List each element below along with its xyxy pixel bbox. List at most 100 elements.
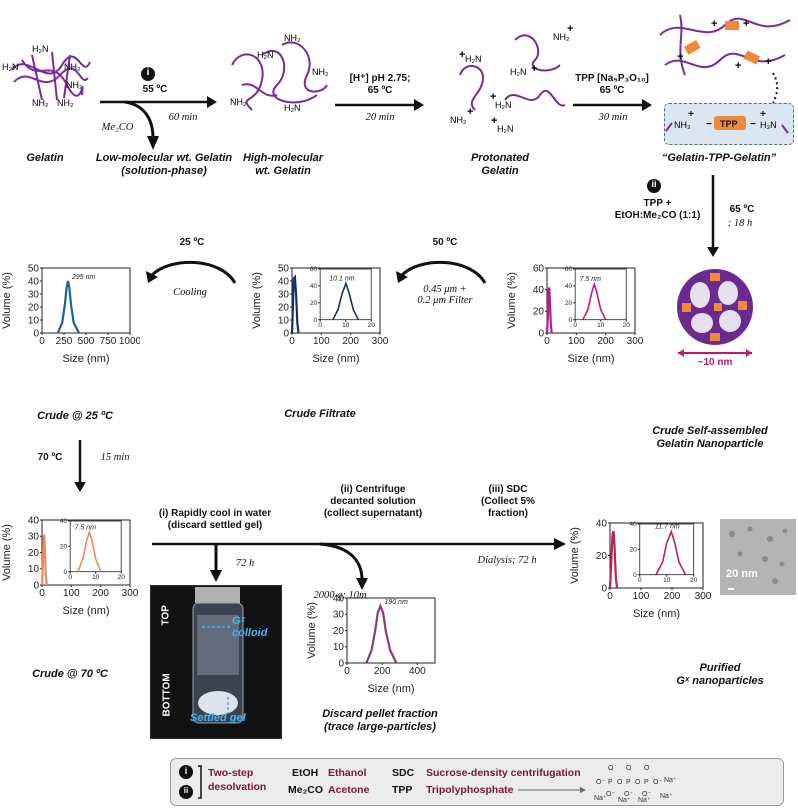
filter-arrow <box>396 260 487 284</box>
svg-text:NH₂: NH₂ <box>553 32 570 42</box>
filter-temp: 50 ºC <box>432 237 458 248</box>
x-axis-label: Size (nm) <box>633 608 680 620</box>
svg-text:+: + <box>491 115 497 127</box>
inset-x-tick-label: 20 <box>368 322 376 329</box>
y-axis-label: Volume (%) <box>306 602 318 659</box>
inset-x-tick-label: 0 <box>573 322 577 329</box>
inset-peak-annotation: 7.5 nm <box>75 524 97 531</box>
step2-arrow <box>335 99 424 111</box>
inset-x-tick-label: 0 <box>318 322 322 329</box>
iii-label: (iii) SDC (Collect 5% fraction) <box>481 484 535 519</box>
protonated-structure: H₂N + NH₂ + H₂N + H₂N + NH₂ + H₂N + <box>450 23 573 134</box>
main-y-tick-label: 20 <box>533 307 545 318</box>
ii-label: (ii) Centrifuge decanted solution (colle… <box>323 484 423 519</box>
main-y-tick-label: 30 <box>28 289 40 300</box>
inset-x-tick-label: 20 <box>118 574 126 581</box>
svg-text:+: + <box>711 18 717 30</box>
discard-label: Discard pellet fraction (trace large-par… <box>322 708 438 733</box>
svg-text:NH₃: NH₃ <box>674 120 691 130</box>
main-y-tick-label: 40 <box>533 285 545 296</box>
main-y-tick-label: 0 <box>283 328 289 339</box>
legend-tpp-key: TPP <box>392 784 413 796</box>
series-line <box>56 280 80 334</box>
peak-annotation: 295 nm <box>71 274 96 281</box>
main-y-tick-label: 20 <box>333 626 345 637</box>
svg-text:Na⁺: Na⁺ <box>638 797 651 802</box>
inset-y-tick-label: 40 <box>565 283 573 290</box>
legend-badge2: ii <box>183 786 189 795</box>
svg-text:NH₂: NH₂ <box>66 80 83 90</box>
step5-time: 15 min <box>100 452 130 463</box>
inset-x-tick-label: 0 <box>68 574 72 581</box>
step4-cond: TPP + EtOH:Me₂CO (1:1) <box>614 198 701 221</box>
legend-etoh-val: Ethanol <box>328 767 367 779</box>
main-x-tick-label: 200 <box>597 336 614 347</box>
svg-text:NH₂: NH₂ <box>230 97 247 107</box>
x-axis-label: Size (nm) <box>367 683 414 695</box>
legend-badge1: i <box>184 766 188 776</box>
filter-label: 0.45 μm + 0.2 μm Filter <box>417 284 473 306</box>
svg-text:NH₂: NH₂ <box>450 115 467 125</box>
inset-y-tick-label: 0 <box>314 317 318 324</box>
main-y-tick-label: 10 <box>333 642 345 653</box>
high-mw-label: High-molecular wt. Gelatin <box>242 152 324 177</box>
main-y-tick-label: 40 <box>596 518 608 529</box>
svg-text:+: + <box>677 51 683 63</box>
photo-settled-label: Settled gel <box>190 712 246 724</box>
main-y-tick-label: 50 <box>278 263 290 274</box>
svg-text:+: + <box>735 60 741 72</box>
step4-time: ; 18 h <box>727 218 753 229</box>
svg-text:O: O <box>617 779 623 786</box>
main-y-tick-label: 20 <box>28 548 40 559</box>
inset-y-tick-label: 40 <box>60 518 68 525</box>
main-y-tick-label: 10 <box>28 564 40 575</box>
legend-etoh-key: EtOH <box>292 767 319 779</box>
svg-text:Na⁺: Na⁺ <box>594 795 607 802</box>
cooling-label: Cooling <box>173 287 207 298</box>
svg-text:NH₂: NH₂ <box>312 67 329 77</box>
main-y-tick-label: 20 <box>278 302 290 313</box>
svg-text:NH₂: NH₂ <box>32 98 49 108</box>
inset-x-tick-label: 20 <box>623 322 631 329</box>
svg-text:H₂N: H₂N <box>2 62 19 72</box>
main-y-tick-label: 0 <box>33 580 39 591</box>
purified-label: Purified Gˣ nanoparticles <box>676 662 764 687</box>
svg-text:+: + <box>490 91 496 103</box>
step4-badge: ii <box>651 179 657 189</box>
main-x-tick-label: 300 <box>372 336 389 347</box>
svg-text:Na⁺: Na⁺ <box>660 793 673 800</box>
step4-arrow <box>647 175 719 257</box>
y-axis-label: Volume (%) <box>506 272 518 329</box>
svg-text:NH₂: NH₂ <box>57 98 74 108</box>
svg-text:Na⁺: Na⁺ <box>618 797 631 802</box>
step4-temp: 65 ºC <box>729 204 755 215</box>
svg-text:H₂N: H₂N <box>497 124 514 134</box>
series-line <box>545 287 553 334</box>
svg-text:NH₂: NH₂ <box>284 33 301 43</box>
svg-text:+: + <box>743 18 749 30</box>
main-y-tick-label: 0 <box>338 658 344 669</box>
inset-y-tick-label: 0 <box>64 569 68 576</box>
inset-plot-frame <box>319 268 372 321</box>
svg-text:H₂N: H₂N <box>510 67 527 77</box>
svg-text:O: O <box>626 765 632 772</box>
main-y-tick-label: 40 <box>28 276 40 287</box>
step2-cond: [H⁺] pH 2.75; 65 ºC <box>349 73 411 96</box>
svg-text:+: + <box>765 56 771 68</box>
main-y-tick-label: 20 <box>596 551 608 562</box>
i-label: (i) Rapidly cool in water (discard settl… <box>158 508 272 531</box>
svg-text:O⁻: O⁻ <box>606 791 615 798</box>
process-arrow <box>152 538 566 590</box>
inset-y-tick-label: 0 <box>633 572 637 579</box>
inset-x-tick-label: 10 <box>663 577 671 584</box>
legend-me2co-val: Acetone <box>328 784 370 796</box>
crude70-label: Crude @ 70 ºC <box>32 668 108 680</box>
main-x-tick-label: 0 <box>344 666 350 677</box>
svg-text:O: O <box>608 765 614 772</box>
nanoparticle-diagram <box>677 269 753 357</box>
selfassembled-label: Crude Self-assembled Gelatin Nanoparticl… <box>652 425 768 450</box>
main-x-tick-label: 300 <box>627 336 644 347</box>
